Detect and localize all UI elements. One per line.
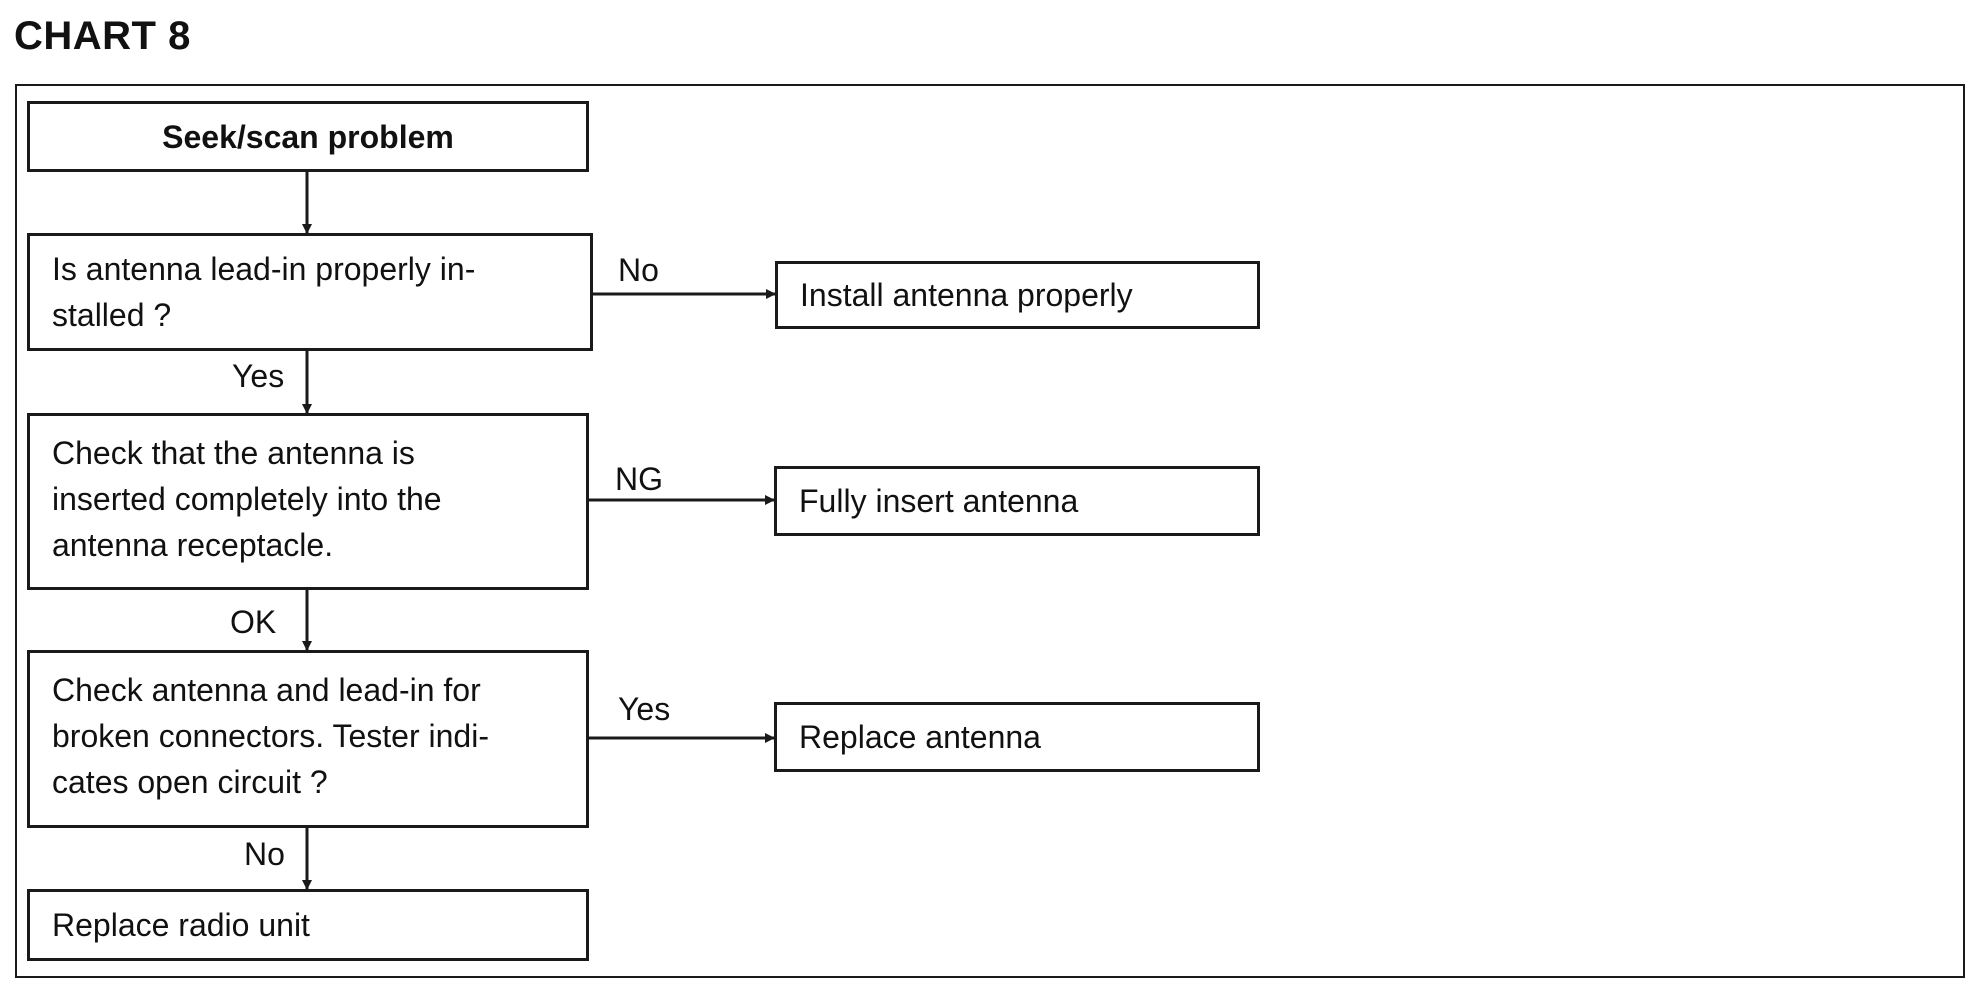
edge-label-q1-no: No bbox=[618, 252, 659, 288]
question-box-antenna-installed: Is antenna lead-in properly in- stalled … bbox=[27, 233, 593, 351]
flowchart-frame bbox=[15, 84, 1965, 978]
edge-label-q2-ng: NG bbox=[615, 461, 663, 497]
result-box-fully-insert-antenna: Fully insert antenna bbox=[774, 466, 1260, 536]
check-box-broken-connectors: Check antenna and lead-in for broken con… bbox=[27, 650, 589, 828]
edge-label-q1-yes: Yes bbox=[232, 358, 285, 394]
question-box-antenna-installed-text: Is antenna lead-in properly in- stalled … bbox=[52, 251, 476, 333]
check-box-broken-connectors-text: Check antenna and lead-in for broken con… bbox=[52, 672, 489, 800]
start-box: Seek/scan problem bbox=[27, 101, 589, 172]
edge-label-q3-yes: Yes bbox=[618, 691, 671, 727]
result-box-replace-radio-unit: Replace radio unit bbox=[27, 889, 589, 961]
start-box-text: Seek/scan problem bbox=[162, 118, 454, 155]
result-box-replace-radio-unit-text: Replace radio unit bbox=[52, 907, 310, 943]
result-box-replace-antenna: Replace antenna bbox=[774, 702, 1260, 772]
result-box-replace-antenna-text: Replace antenna bbox=[799, 719, 1041, 755]
result-box-install-antenna-text: Install antenna properly bbox=[800, 277, 1133, 313]
check-box-antenna-inserted: Check that the antenna is inserted compl… bbox=[27, 413, 589, 590]
edge-label-q2-ok: OK bbox=[230, 604, 277, 640]
result-box-install-antenna: Install antenna properly bbox=[775, 261, 1260, 329]
page-title: CHART 8 bbox=[14, 14, 191, 58]
check-box-antenna-inserted-text: Check that the antenna is inserted compl… bbox=[52, 435, 442, 563]
edge-label-q3-no: No bbox=[244, 836, 285, 872]
result-box-fully-insert-antenna-text: Fully insert antenna bbox=[799, 483, 1079, 519]
